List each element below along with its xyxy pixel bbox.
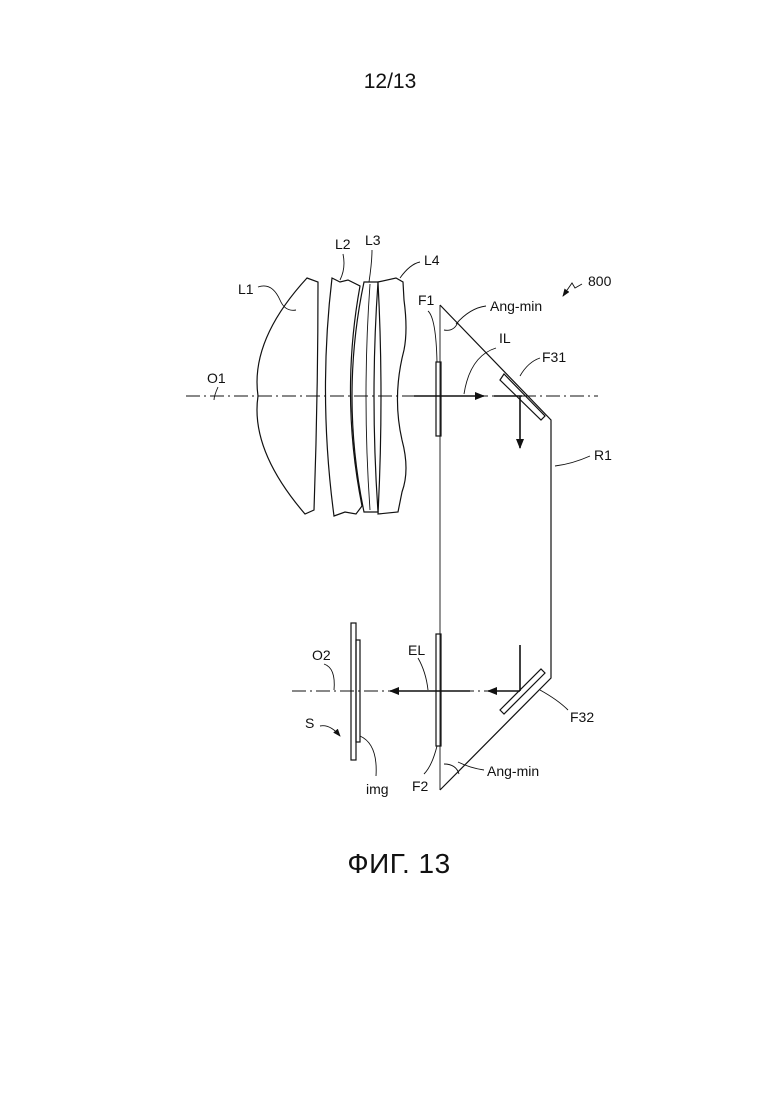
- leader-f1: [428, 311, 437, 362]
- leader-il: [464, 348, 496, 394]
- leader-f31: [520, 358, 540, 376]
- leader-ang-bottom: [458, 762, 484, 770]
- label-o1: O1: [207, 370, 226, 386]
- leader-ang-top: [456, 306, 486, 324]
- label-ang-bottom: Ang-min: [487, 763, 539, 779]
- label-l3: L3: [365, 232, 381, 248]
- leader-img: [360, 736, 376, 776]
- angle-arc-top: [444, 322, 458, 330]
- leader-r1: [555, 456, 590, 466]
- leader-f32: [540, 690, 568, 710]
- leader-800: [563, 283, 582, 296]
- label-l1: L1: [238, 281, 254, 297]
- lens-l2: [325, 278, 362, 516]
- leader-o2: [324, 664, 334, 690]
- leader-l4: [400, 262, 420, 278]
- prism-r1: [440, 305, 551, 790]
- label-800: 800: [588, 273, 612, 289]
- label-s: S: [305, 715, 314, 731]
- label-il: IL: [499, 330, 511, 346]
- label-l4: L4: [424, 252, 440, 268]
- leader-el: [418, 658, 428, 690]
- leader-l3: [369, 250, 372, 282]
- reflector-f31: [500, 374, 545, 420]
- leader-s: [320, 726, 340, 736]
- lens-l3-inner: [366, 284, 370, 510]
- label-f2: F2: [412, 778, 429, 794]
- label-img: img: [366, 781, 389, 797]
- label-o2: O2: [312, 647, 331, 663]
- label-r1: R1: [594, 447, 612, 463]
- figure-caption: ФИГ. 13: [0, 848, 780, 880]
- leader-f2: [424, 746, 437, 774]
- label-ang-top: Ang-min: [490, 298, 542, 314]
- label-l2: L2: [335, 236, 351, 252]
- label-f31: F31: [542, 349, 566, 365]
- label-f32: F32: [570, 709, 594, 725]
- image-sensor: [351, 623, 356, 760]
- label-el: EL: [408, 642, 425, 658]
- lens-l3: [352, 282, 378, 512]
- leader-o1: [214, 387, 218, 400]
- leader-l2: [340, 254, 344, 280]
- label-f1: F1: [418, 292, 435, 308]
